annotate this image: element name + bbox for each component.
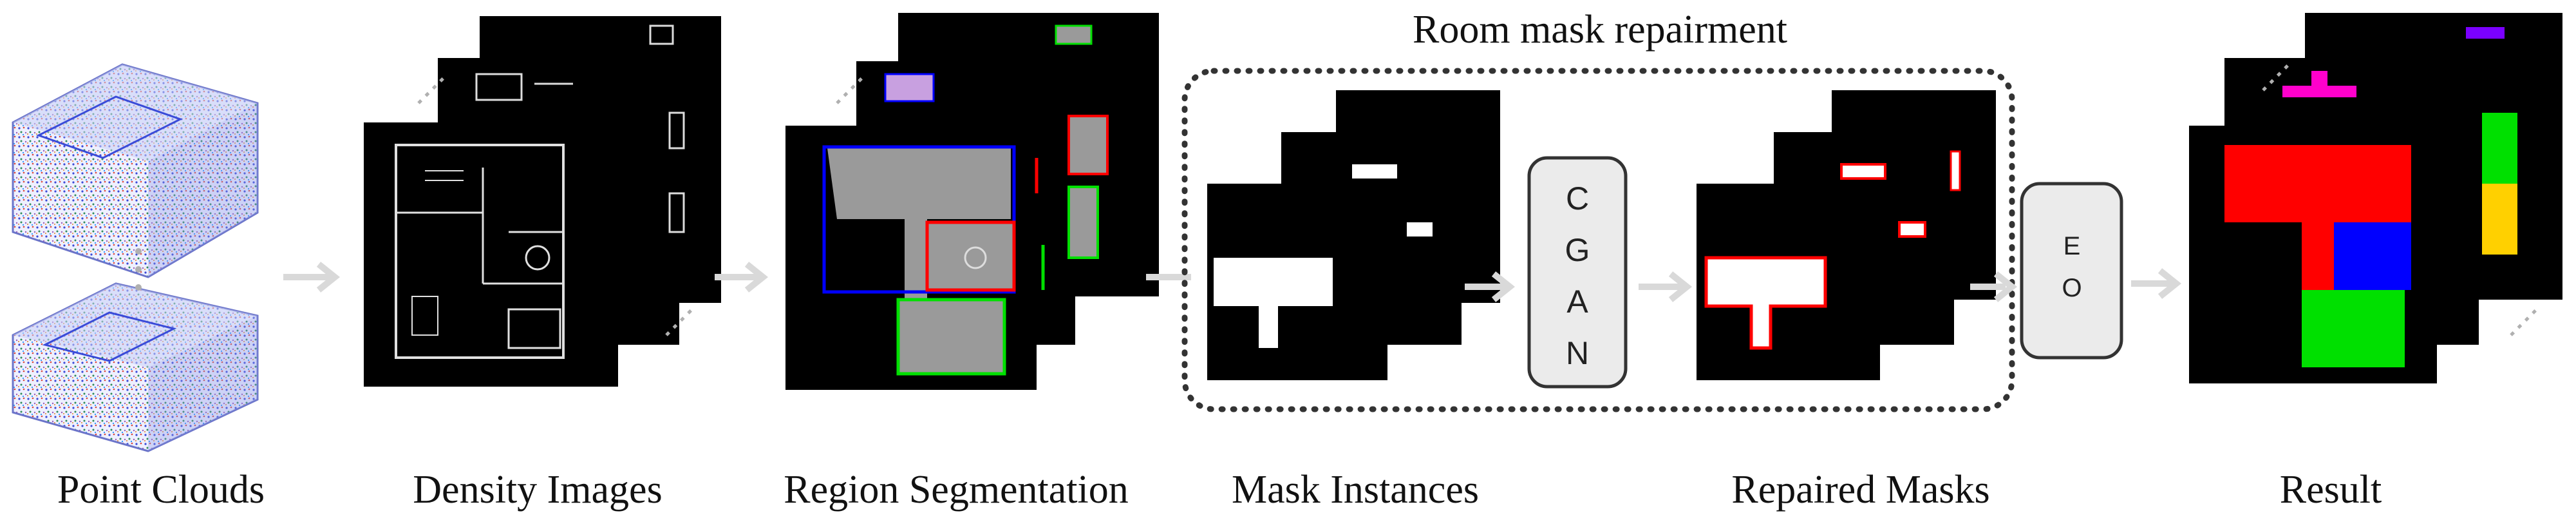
density-image-front — [364, 122, 618, 387]
mask-instances-stack — [1207, 90, 1500, 380]
arrow-6 — [1970, 271, 2018, 302]
eo-letter-e: E — [2064, 232, 2081, 260]
point-cloud-top — [12, 63, 259, 278]
point-cloud-bottom — [12, 282, 259, 452]
room-mask-repairment-frame — [1181, 68, 2015, 412]
caption-region-segmentation: Region Segmentation — [784, 468, 1129, 512]
caption-density-images: Density Images — [413, 468, 662, 512]
arrow-2 — [715, 262, 769, 293]
repaired-masks-stack — [1697, 90, 1996, 380]
cgan-letter-n: N — [1566, 335, 1589, 371]
density-images-stack — [364, 16, 721, 387]
point-cloud-ellipsis — [135, 248, 142, 291]
caption-repaired-masks: Repaired Masks — [1731, 468, 1989, 512]
caption-result: Result — [2280, 468, 2382, 512]
cgan-letter-c: C — [1566, 180, 1589, 217]
cgan-letter-g: G — [1565, 232, 1590, 268]
arrow-1 — [283, 262, 341, 293]
arrow-7 — [2131, 268, 2182, 299]
cgan-letter-a: A — [1566, 284, 1588, 320]
arrow-5 — [1639, 271, 1693, 302]
caption-mask-instances: Mask Instances — [1232, 468, 1479, 512]
eo-letter-o: O — [2062, 274, 2082, 302]
region-segmentation-stack — [785, 13, 1159, 390]
result-stack — [2189, 13, 2562, 383]
arrow-4 — [1465, 271, 1516, 302]
caption-point-clouds: Point Clouds — [57, 468, 265, 512]
cgan-box: C G A N — [1527, 156, 1628, 389]
room-mask-repairment-title: Room mask repairment — [1413, 8, 1787, 52]
eo-box: E O — [2020, 182, 2123, 360]
